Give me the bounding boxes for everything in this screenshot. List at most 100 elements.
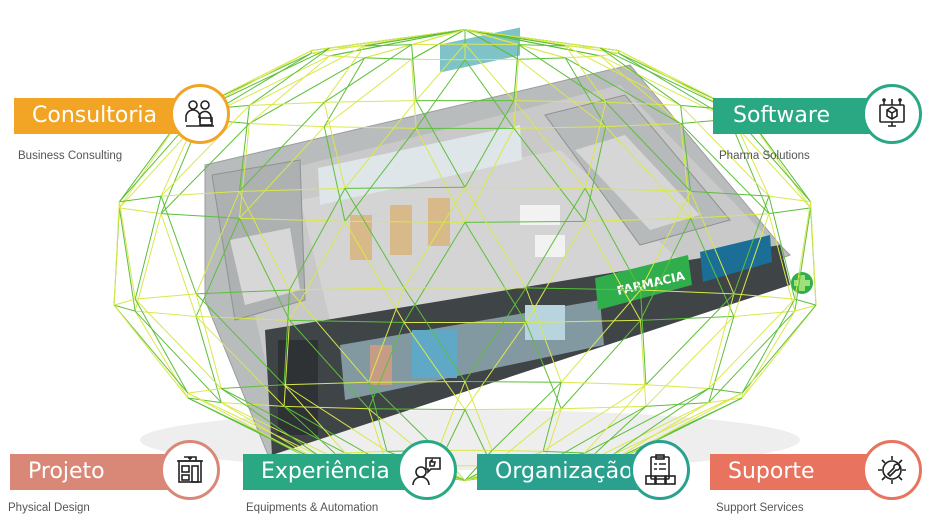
consultoria-banner[interactable]: Consultoria [14, 98, 178, 134]
dome-strut [513, 44, 519, 101]
dome-strut [160, 195, 197, 295]
dome-strut [249, 123, 325, 128]
organizacao-title: Organização [495, 459, 633, 484]
dome-strut [794, 207, 812, 312]
suporte-circle[interactable] [862, 440, 922, 500]
dome-strut [518, 44, 607, 103]
dome-strut [195, 316, 285, 407]
dome-strut [284, 381, 369, 386]
dome-strut [680, 123, 770, 214]
dome-strut [368, 322, 405, 409]
dome-strut [323, 57, 366, 127]
dome-strut [543, 450, 585, 454]
dome-strut [344, 188, 405, 289]
projeto-banner[interactable]: Projeto [10, 454, 170, 490]
dome-strut [611, 392, 743, 456]
dome-strut [345, 450, 387, 454]
dome-strut [329, 55, 365, 59]
experiencia-title: Experiência [261, 459, 390, 484]
dome-strut [605, 101, 691, 192]
dome-strut [113, 201, 120, 306]
dome-strut [323, 44, 412, 103]
dome-strut [741, 304, 817, 399]
dome-strut [249, 101, 325, 106]
dome-strut [160, 213, 197, 317]
dome-strut [600, 47, 730, 111]
dome-strut [289, 188, 346, 291]
dome-strut [794, 304, 817, 312]
dome-strut [645, 293, 735, 386]
dome-strut [708, 316, 735, 403]
dome-strut [403, 322, 466, 410]
dome-strut [368, 382, 388, 452]
dome-strut [585, 187, 691, 192]
dome-strut [187, 388, 222, 394]
dome-strut [187, 392, 319, 456]
dome-strut [542, 384, 647, 452]
dome-strut [323, 58, 412, 128]
experiencia-banner[interactable]: Experiência [243, 454, 413, 490]
dome-strut [134, 195, 162, 300]
dome-strut [464, 128, 515, 223]
dome-strut [640, 218, 692, 321]
dome-strut [525, 287, 562, 383]
organizacao-circle[interactable] [630, 440, 690, 500]
dome-strut [238, 123, 250, 219]
dome-strut [221, 388, 346, 454]
software-banner[interactable]: Software [713, 98, 883, 134]
dome-strut [283, 384, 346, 454]
dome-strut [680, 105, 692, 192]
dome-strut [368, 381, 439, 451]
dome-strut [560, 289, 641, 383]
dome-strut [284, 405, 369, 410]
dome-strut [464, 380, 562, 383]
dome-strut [135, 310, 197, 317]
dome-strut [611, 397, 743, 462]
dome-strut [160, 123, 250, 214]
dome-strut [768, 195, 811, 203]
dome-strut [324, 100, 417, 103]
dome-strut [289, 289, 370, 383]
organizacao-banner[interactable]: Organização [477, 454, 647, 490]
dome-strut [113, 304, 189, 394]
dome-strut [415, 43, 466, 101]
dome-strut [708, 397, 743, 404]
dome-strut [708, 388, 743, 394]
dome-strut [584, 384, 647, 454]
dome-strut [323, 102, 346, 189]
dome-strut [794, 298, 817, 306]
experiencia-circle[interactable] [397, 440, 457, 500]
dome-strut [768, 213, 796, 312]
projeto-circle[interactable] [160, 440, 220, 500]
dome-strut [733, 310, 795, 317]
consultoria-circle[interactable] [170, 84, 230, 144]
consultants-icon [185, 100, 214, 127]
dome-strut [618, 50, 730, 111]
store-front-icon [177, 456, 203, 483]
dome-strut [364, 57, 412, 60]
dome-strut [119, 207, 162, 215]
back-shelf-highlight [440, 27, 520, 73]
dome-strut [195, 218, 240, 317]
dome-strut [403, 222, 466, 323]
left-room-floor [230, 228, 300, 305]
dome-strut [518, 57, 566, 60]
software-circle[interactable] [862, 84, 922, 144]
dome-strut [283, 289, 291, 385]
dome-strut [195, 293, 285, 386]
counter [520, 205, 560, 225]
dome-strut [584, 188, 641, 291]
dome-strut [415, 59, 466, 129]
dome-strut [221, 384, 285, 389]
right-room-floor [575, 135, 700, 230]
dome-strut [513, 128, 586, 222]
dome-strut [741, 298, 796, 394]
dome-strut [415, 100, 466, 188]
dome-strut [239, 187, 345, 192]
dome-strut [599, 47, 681, 106]
dome-strut [411, 29, 466, 46]
pharmacy-cross-icon [791, 272, 813, 294]
dome-strut [680, 123, 692, 219]
suporte-banner[interactable]: Suporte [710, 454, 880, 490]
